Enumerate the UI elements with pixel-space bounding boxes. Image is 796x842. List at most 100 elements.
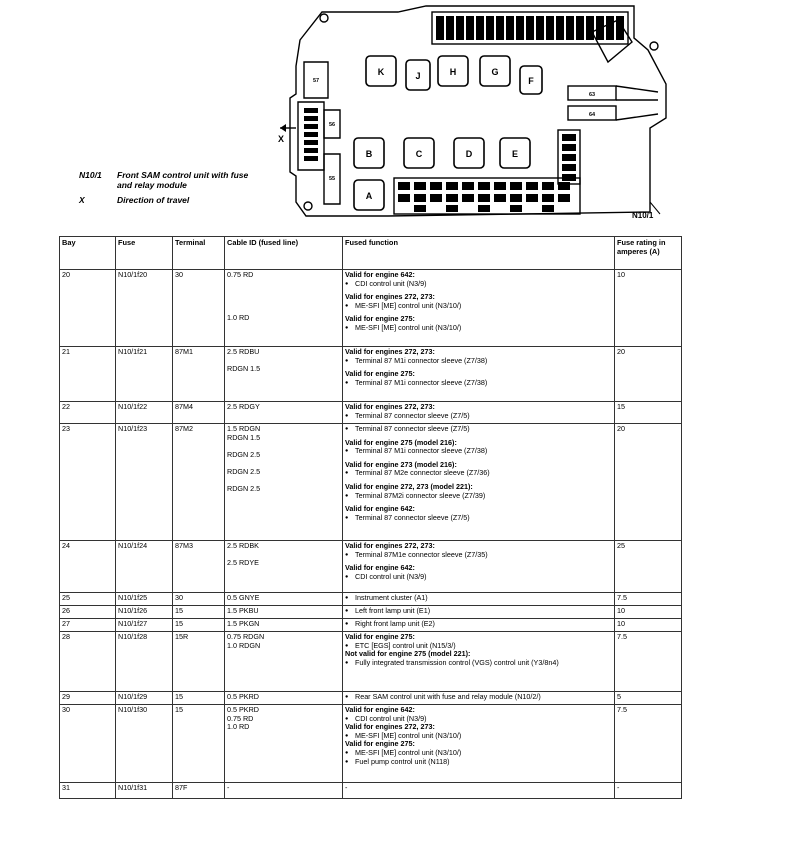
cell-fuse: N10/1f29 bbox=[115, 691, 173, 705]
function-bullet: Terminal 87 connector sleeve (Z7/5) bbox=[345, 411, 612, 421]
cable-id: 0.5 PKRD bbox=[227, 705, 259, 714]
function-heading: Valid for engines 272, 273: bbox=[345, 347, 435, 356]
function-bullet: Terminal 87 M1i connector sleeve (Z7/38) bbox=[345, 447, 612, 456]
cable-id: RDGN 1.5 bbox=[227, 432, 261, 442]
function-heading: Valid for engine 642: bbox=[345, 270, 415, 279]
relay-k-label: K bbox=[378, 67, 385, 77]
function-block: Valid for engine 642:CDI control unit (N… bbox=[345, 705, 612, 723]
side-label-56: 56 bbox=[329, 122, 335, 128]
cell-terminal: 15 bbox=[172, 691, 225, 705]
function-block: Rear SAM control unit with fuse and rela… bbox=[345, 692, 612, 702]
cable-id: 2.5 RDYE bbox=[227, 558, 259, 568]
function-bullet: Terminal 87 connector sleeve (Z7/5) bbox=[345, 424, 612, 434]
function-heading: Not valid for engine 275 (model 221): bbox=[345, 649, 471, 659]
function-block: Terminal 87 connector sleeve (Z7/5) bbox=[345, 424, 612, 434]
cell-rating: 10 bbox=[614, 618, 682, 632]
function-block: Valid for engine 275:Terminal 87 M1i con… bbox=[345, 370, 612, 387]
cell-function: Valid for engines 272, 273: Terminal 87 M… bbox=[342, 346, 615, 402]
cable-id: - bbox=[227, 783, 230, 792]
function-bullet: Terminal 87M2i connector sleeve (Z7/39) bbox=[345, 491, 612, 501]
cell-cable: 1.5 PKBU bbox=[224, 605, 343, 619]
legend-key: X bbox=[79, 195, 85, 205]
cell-rating: 10 bbox=[614, 605, 682, 619]
function-bullet: ME-SFI [ME] control unit (N3/10/) bbox=[345, 731, 612, 741]
relay-g-label: G bbox=[491, 67, 498, 77]
function-heading: Valid for engines 272, 273: bbox=[345, 541, 435, 550]
function-bullet: CDI control unit (N3/9) bbox=[345, 279, 612, 289]
header-rating: Fuse rating in amperes (A) bbox=[614, 236, 682, 270]
function-block: Valid for engine 275:ME-SFI [ME] control… bbox=[345, 740, 612, 766]
function-heading: Valid for engines 272, 273: bbox=[345, 722, 435, 732]
function-block: Valid for engine 642:Terminal 87 connect… bbox=[345, 505, 612, 522]
function-block: Valid for engines 272, 273:Terminal 87 M… bbox=[345, 347, 612, 365]
cell-fuse: N10/1f26 bbox=[115, 605, 173, 619]
function-bullet: CDI control unit (N3/9) bbox=[345, 572, 612, 582]
cell-function: Valid for engine 642:CDI control unit (N… bbox=[342, 704, 615, 783]
cell-terminal: 87F bbox=[172, 782, 225, 799]
cell-function: Left front lamp unit (E1) bbox=[342, 605, 615, 619]
fuse-64-label: 64 bbox=[589, 112, 596, 118]
fuse-box-diagram: K J H G F B C D E A 63 64 57 56 55 X N10… bbox=[278, 5, 667, 220]
function-block: Valid for engines 272, 273:Terminal 87 c… bbox=[345, 402, 612, 421]
function-heading: Valid for engine 275 (model 216): bbox=[345, 437, 457, 447]
cell-bay: 26 bbox=[59, 605, 116, 619]
cable-id: 2.5 RDGY bbox=[227, 402, 260, 411]
function-bullet: Rear SAM control unit with fuse and rela… bbox=[345, 692, 612, 702]
cable-id: RDGN 2.5 bbox=[227, 484, 261, 494]
cell-bay: 27 bbox=[59, 618, 116, 632]
function-heading: Valid for engine 642: bbox=[345, 504, 415, 514]
cell-function: Right front lamp unit (E2) bbox=[342, 618, 615, 632]
function-bullet: Terminal 87 M2e connector sleeve (Z7/36) bbox=[345, 469, 612, 478]
fuse-table: Bay Fuse Terminal Cable ID (fused line) … bbox=[59, 236, 682, 799]
relay-d-label: D bbox=[466, 149, 473, 159]
function-heading: Valid for engine 642: bbox=[345, 705, 415, 714]
side-label-55: 55 bbox=[329, 176, 335, 182]
cable-id: 1.0 RD bbox=[227, 722, 250, 732]
function-heading: - bbox=[345, 783, 348, 792]
cell-rating: 20 bbox=[614, 346, 682, 402]
cell-function: Valid for engines 272, 273:Terminal 87 c… bbox=[342, 401, 615, 424]
function-block: Valid for engines 272, 273:ME-SFI [ME] c… bbox=[345, 293, 612, 310]
function-bullet: Fuel pump control unit (N118) bbox=[345, 757, 612, 767]
relay-e-label: E bbox=[512, 149, 518, 159]
cell-rating: 10 bbox=[614, 269, 682, 347]
table-header-row: Bay Fuse Terminal Cable ID (fused line) … bbox=[59, 236, 682, 270]
cell-bay: 24 bbox=[59, 540, 116, 593]
cell-terminal: 87M4 bbox=[172, 401, 225, 424]
function-heading: Valid for engines 272, 273: bbox=[345, 292, 435, 302]
relay-a-label: A bbox=[366, 191, 373, 201]
function-bullet: Terminal 87 connector sleeve (Z7/5) bbox=[345, 513, 612, 523]
function-block: Valid for engine 642:CDI control unit (N… bbox=[345, 564, 612, 581]
cable-id bbox=[227, 280, 340, 289]
cell-fuse: N10/1f20 bbox=[115, 269, 173, 347]
cable-id bbox=[227, 288, 340, 297]
function-block: Valid for engine 272, 273 (model 221):Te… bbox=[345, 482, 612, 501]
cell-cable: 2.5 RDGY bbox=[224, 401, 343, 424]
cell-function: Valid for engine 275:ETC [EGS] control u… bbox=[342, 631, 615, 692]
cell-terminal: 87M1 bbox=[172, 346, 225, 402]
cell-bay: 31 bbox=[59, 782, 116, 799]
relay-f-label: F bbox=[528, 76, 534, 86]
cell-bay: 22 bbox=[59, 401, 116, 424]
legend-key: N10/1 bbox=[79, 170, 102, 180]
function-bullet: Terminal 87 M1i connector sleeve (Z7/38) bbox=[345, 378, 612, 388]
cell-bay: 25 bbox=[59, 592, 116, 606]
cable-id: 0.5 GNYE bbox=[227, 593, 260, 602]
cable-id: 0.5 PKRD bbox=[227, 692, 259, 701]
header-function: Fused function bbox=[342, 236, 615, 270]
cell-fuse: N10/1f25 bbox=[115, 592, 173, 606]
cell-rating: - bbox=[614, 782, 682, 799]
relay-h-label: H bbox=[450, 67, 457, 77]
direction-marker: X bbox=[278, 134, 284, 144]
cell-bay: 20 bbox=[59, 269, 116, 347]
